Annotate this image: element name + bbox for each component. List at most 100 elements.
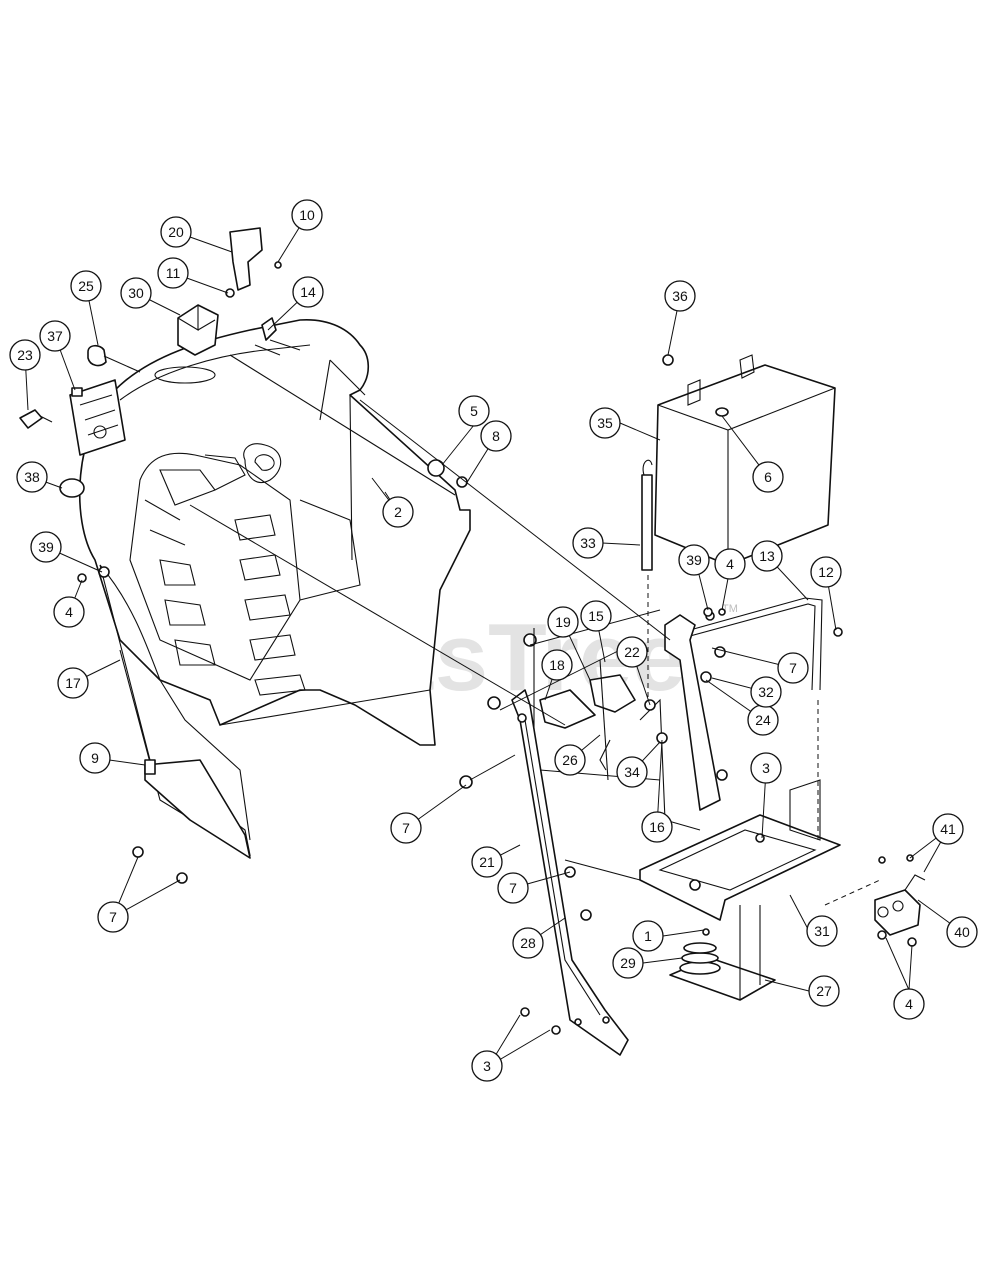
dash-panel-part-17 bbox=[78, 319, 471, 857]
callout-7-label: 7 bbox=[509, 880, 517, 896]
callout-14-label: 14 bbox=[300, 284, 316, 300]
hardware bbox=[77, 459, 726, 1035]
callout-13: 13 bbox=[751, 540, 783, 572]
callout-25: 25 bbox=[70, 270, 102, 302]
callout-30-label: 30 bbox=[128, 285, 144, 301]
callout-23-label: 23 bbox=[17, 347, 33, 363]
rod-part-15 bbox=[599, 659, 611, 781]
ignition-module-part-37 bbox=[69, 379, 126, 456]
callout-20-label: 20 bbox=[168, 224, 184, 240]
callout-41: 41 bbox=[932, 813, 964, 845]
callout-5-label: 5 bbox=[470, 403, 478, 419]
callout-35: 35 bbox=[589, 407, 621, 439]
callout-20: 20 bbox=[160, 216, 192, 248]
small-parts-upper bbox=[225, 261, 282, 341]
callout-38-label: 38 bbox=[24, 469, 40, 485]
callout-8-label: 8 bbox=[492, 428, 500, 444]
callout-22-label: 22 bbox=[624, 644, 640, 660]
callout-11: 11 bbox=[157, 257, 189, 289]
callout-2: 2 bbox=[382, 496, 414, 528]
callout-16: 16 bbox=[641, 811, 673, 843]
callout-27: 27 bbox=[808, 975, 840, 1007]
callout-36-label: 36 bbox=[672, 288, 688, 304]
callout-16-label: 16 bbox=[649, 819, 665, 835]
callout-12: 12 bbox=[810, 556, 842, 588]
callout-29: 29 bbox=[612, 947, 644, 979]
callout-7-label: 7 bbox=[109, 909, 117, 925]
callout-12-label: 12 bbox=[818, 564, 834, 580]
callout-7-label: 7 bbox=[789, 660, 797, 676]
callout-7: 7 bbox=[497, 872, 529, 904]
gas-spring-part-33 bbox=[641, 459, 653, 571]
callout-41-label: 41 bbox=[940, 821, 956, 837]
callout-4: 4 bbox=[893, 988, 925, 1020]
callout-9: 9 bbox=[79, 742, 111, 774]
callout-39-label: 39 bbox=[38, 539, 54, 555]
callout-1: 1 bbox=[632, 920, 664, 952]
callout-32: 32 bbox=[750, 676, 782, 708]
callout-33: 33 bbox=[572, 527, 604, 559]
rod-part-13 bbox=[689, 597, 843, 691]
callout-19-label: 19 bbox=[555, 614, 571, 630]
callout-7: 7 bbox=[777, 652, 809, 684]
callout-7-label: 7 bbox=[402, 820, 410, 836]
callout-37-label: 37 bbox=[47, 328, 63, 344]
mounting-plate-part-31 bbox=[639, 779, 841, 921]
battery-nut-part-36 bbox=[662, 354, 674, 366]
callout-37: 37 bbox=[39, 320, 71, 352]
callout-24-label: 24 bbox=[755, 712, 771, 728]
spring-part-29 bbox=[679, 942, 721, 975]
base-plate-part-27 bbox=[669, 905, 776, 1001]
lower-bracket-part-9 bbox=[144, 759, 251, 859]
battery-part-35 bbox=[654, 354, 836, 566]
callout-39-label: 39 bbox=[686, 552, 702, 568]
switch-part-30 bbox=[177, 304, 219, 356]
callout-27-label: 27 bbox=[816, 983, 832, 999]
callout-33-label: 33 bbox=[580, 535, 596, 551]
callout-11-label: 11 bbox=[166, 265, 181, 281]
callout-4-label: 4 bbox=[905, 996, 913, 1012]
callout-38: 38 bbox=[16, 461, 48, 493]
ignition-key-part-23 bbox=[19, 409, 53, 429]
callout-13-label: 13 bbox=[759, 548, 775, 564]
callout-40-label: 40 bbox=[954, 924, 970, 940]
callout-22: 22 bbox=[616, 636, 648, 668]
callout-4-label: 4 bbox=[65, 604, 73, 620]
callout-7: 7 bbox=[97, 901, 129, 933]
callout-4-label: 4 bbox=[726, 556, 734, 572]
callout-25-label: 25 bbox=[78, 278, 94, 294]
callout-4: 4 bbox=[53, 596, 85, 628]
callout-10: 10 bbox=[291, 199, 323, 231]
callout-19: 19 bbox=[547, 606, 579, 638]
callout-26: 26 bbox=[554, 744, 586, 776]
choke-knob-part-25 bbox=[87, 344, 141, 373]
callout-4: 4 bbox=[714, 548, 746, 580]
callout-23: 23 bbox=[9, 339, 41, 371]
callout-21-label: 21 bbox=[479, 854, 495, 870]
callout-28: 28 bbox=[512, 927, 544, 959]
callout-15-label: 15 bbox=[588, 608, 604, 624]
callout-7: 7 bbox=[390, 812, 422, 844]
callout-2-label: 2 bbox=[394, 504, 402, 520]
callout-9-label: 9 bbox=[91, 750, 99, 766]
callout-18: 18 bbox=[541, 649, 573, 681]
callout-3: 3 bbox=[471, 1050, 503, 1082]
solenoid-part-40 bbox=[874, 874, 926, 936]
callout-35-label: 35 bbox=[597, 415, 613, 431]
grommet-part-38 bbox=[59, 478, 85, 498]
callout-5: 5 bbox=[458, 395, 490, 427]
callouts: 1 2 3 3 4 4 4 5 6 7 7 7 7 7 8 9 10 11 12… bbox=[9, 199, 978, 1082]
callout-10-label: 10 bbox=[299, 207, 315, 223]
callout-17-label: 17 bbox=[65, 675, 81, 691]
lever-part-20 bbox=[229, 227, 263, 291]
callout-15: 15 bbox=[580, 600, 612, 632]
callout-28-label: 28 bbox=[520, 935, 536, 951]
callout-8: 8 bbox=[480, 420, 512, 452]
callout-3-label: 3 bbox=[483, 1058, 491, 1074]
callout-18-label: 18 bbox=[549, 657, 565, 673]
callout-36: 36 bbox=[664, 280, 696, 312]
callout-6-label: 6 bbox=[764, 469, 772, 485]
bracket-part-21 bbox=[511, 689, 629, 1056]
callout-31: 31 bbox=[806, 915, 838, 947]
callout-32-label: 32 bbox=[758, 684, 774, 700]
